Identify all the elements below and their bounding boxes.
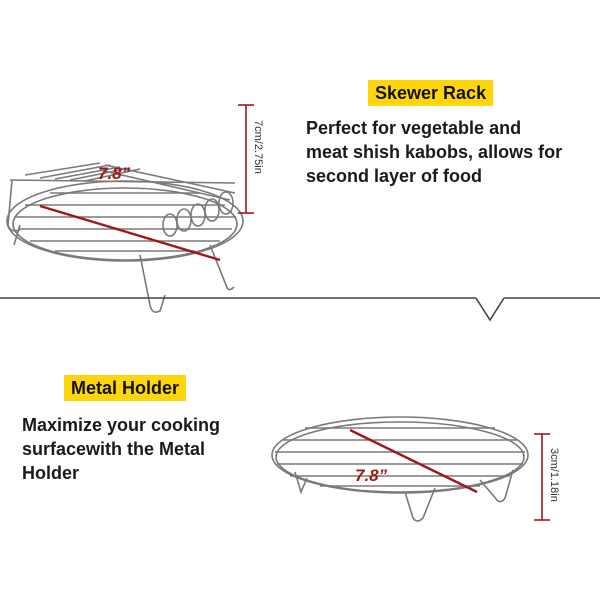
section-divider — [0, 297, 600, 322]
height-bracket — [534, 433, 550, 521]
desc-line: Perfect for vegetable and — [306, 118, 522, 138]
desc-line: second layer of food — [306, 166, 483, 186]
skewer-rack-height: 7cm/2.75in — [252, 120, 264, 174]
desc-line: meat shish kabobs, allows for — [306, 142, 563, 162]
skewer-rack-tag: Skewer Rack — [368, 80, 494, 106]
desc-line: surfacewith the Metal — [22, 439, 206, 459]
skewer-rack-diameter: 7.8” — [98, 164, 131, 183]
metal-holder-image — [271, 416, 529, 522]
metal-holder-height: 3cm/1.18in — [548, 448, 560, 502]
desc-line: Holder — [22, 463, 80, 483]
height-bracket — [238, 104, 254, 214]
skewer-rack-description: Perfect for vegetable and meat shish kab… — [306, 116, 596, 188]
metal-holder-tag: Metal Holder — [64, 375, 187, 401]
metal-holder-description: Maximize your cooking surfacewith the Me… — [22, 413, 282, 485]
desc-line: Maximize your cooking — [22, 415, 221, 435]
metal-holder-diameter: 7.8” — [355, 466, 388, 485]
skewer-rack-image — [6, 162, 244, 313]
divider-chevron — [475, 297, 505, 322]
